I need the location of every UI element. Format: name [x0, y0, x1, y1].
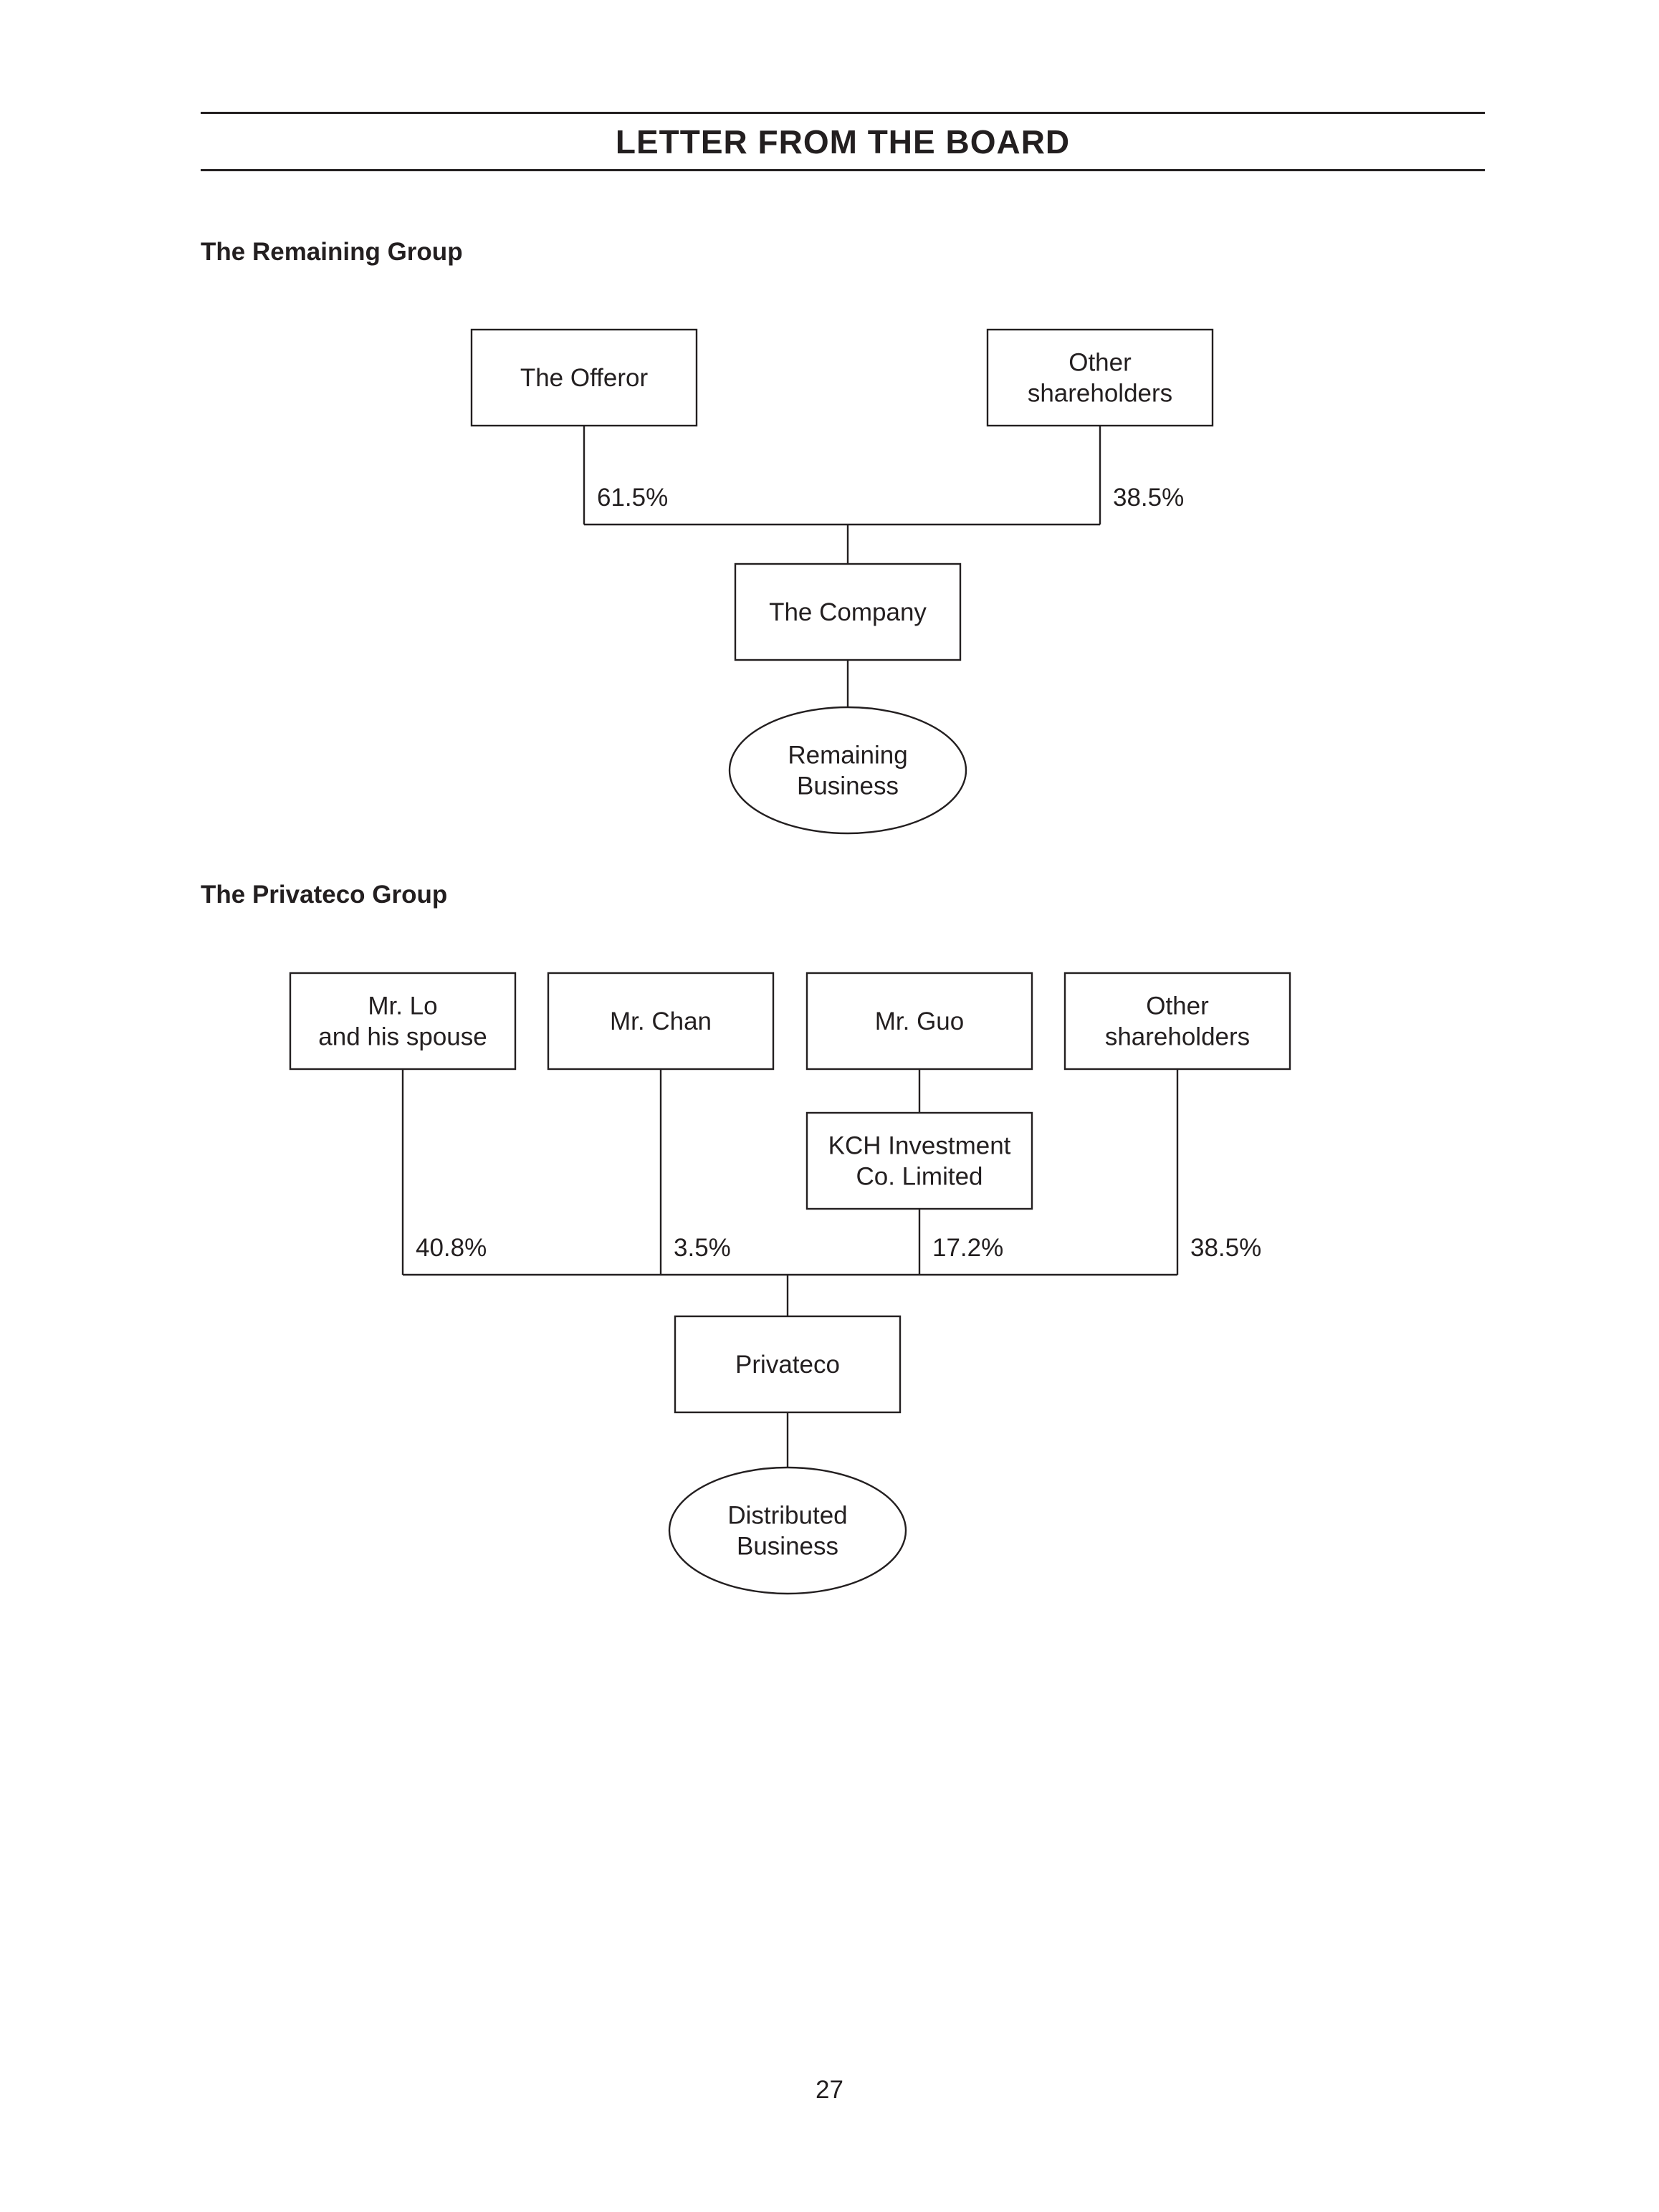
mr-chan-label: Mr. Chan	[610, 1007, 712, 1035]
privateco-percent-mr-lo: 40.8%	[416, 1234, 487, 1262]
offeror-box	[470, 328, 698, 427]
privateco-percent-mr-chan: 3.5%	[674, 1234, 731, 1262]
node-mr-chan: Mr. Chan	[547, 972, 775, 1071]
mr-chan-box	[547, 972, 775, 1071]
remaining-business-label: Remaining	[788, 742, 907, 770]
offeror-label: The Offeror	[520, 364, 649, 392]
remaining-percent-other-shareholders-1: 38.5%	[1113, 484, 1184, 512]
remaining-business-ellipse	[728, 706, 967, 835]
kch-label: KCH Investment	[828, 1132, 1011, 1160]
other-shareholders-2-label: Other	[1146, 992, 1209, 1020]
mr-lo-box	[289, 972, 517, 1071]
remaining-percent-offeror: 61.5%	[597, 484, 668, 512]
privateco-percent-kch: 17.2%	[932, 1234, 1003, 1262]
node-other-shareholders-2: Other shareholders	[1063, 972, 1291, 1071]
node-mr-guo: Mr. Guo	[805, 972, 1033, 1071]
distributed-business-ellipse	[668, 1466, 907, 1595]
node-mr-lo: Mr. Lo and his spouse	[289, 972, 517, 1071]
node-offeror: The Offeror	[470, 328, 698, 427]
kch-box	[805, 1111, 1033, 1210]
remaining-group-heading: The Remaining Group	[201, 238, 463, 266]
mr-guo-box	[805, 972, 1033, 1071]
page-number: 27	[816, 2076, 843, 2104]
mr-lo-label: and his spouse	[318, 1023, 487, 1051]
company-label: The Company	[769, 598, 927, 626]
privateco-percent-other-shareholders-2: 38.5%	[1190, 1234, 1261, 1262]
mr-lo-label: Mr. Lo	[368, 992, 437, 1020]
other-shareholders-1-label: shareholders	[1028, 380, 1172, 408]
distributed-business-label: Business	[737, 1533, 838, 1561]
distributed-business-label: Distributed	[727, 1502, 847, 1530]
privateco-box	[674, 1315, 902, 1414]
page-title: LETTER FROM THE BOARD	[615, 123, 1071, 161]
other-shareholders-2-label: shareholders	[1105, 1023, 1250, 1051]
node-privateco: Privateco	[674, 1315, 902, 1414]
privateco-label: Privateco	[735, 1351, 840, 1379]
privateco-group-heading: The Privateco Group	[201, 881, 448, 909]
header-rule-top	[201, 112, 1485, 114]
header-rule-bottom	[201, 169, 1485, 171]
node-company: The Company	[734, 562, 962, 661]
other-shareholders-1-box	[986, 328, 1214, 427]
kch-label: Co. Limited	[856, 1163, 983, 1191]
mr-guo-label: Mr. Guo	[875, 1007, 964, 1035]
company-box	[734, 562, 962, 661]
other-shareholders-2-box	[1063, 972, 1291, 1071]
remaining-business-label: Business	[797, 772, 899, 800]
node-other-shareholders-1: Other shareholders	[986, 328, 1214, 427]
other-shareholders-1-label: Other	[1068, 349, 1132, 377]
